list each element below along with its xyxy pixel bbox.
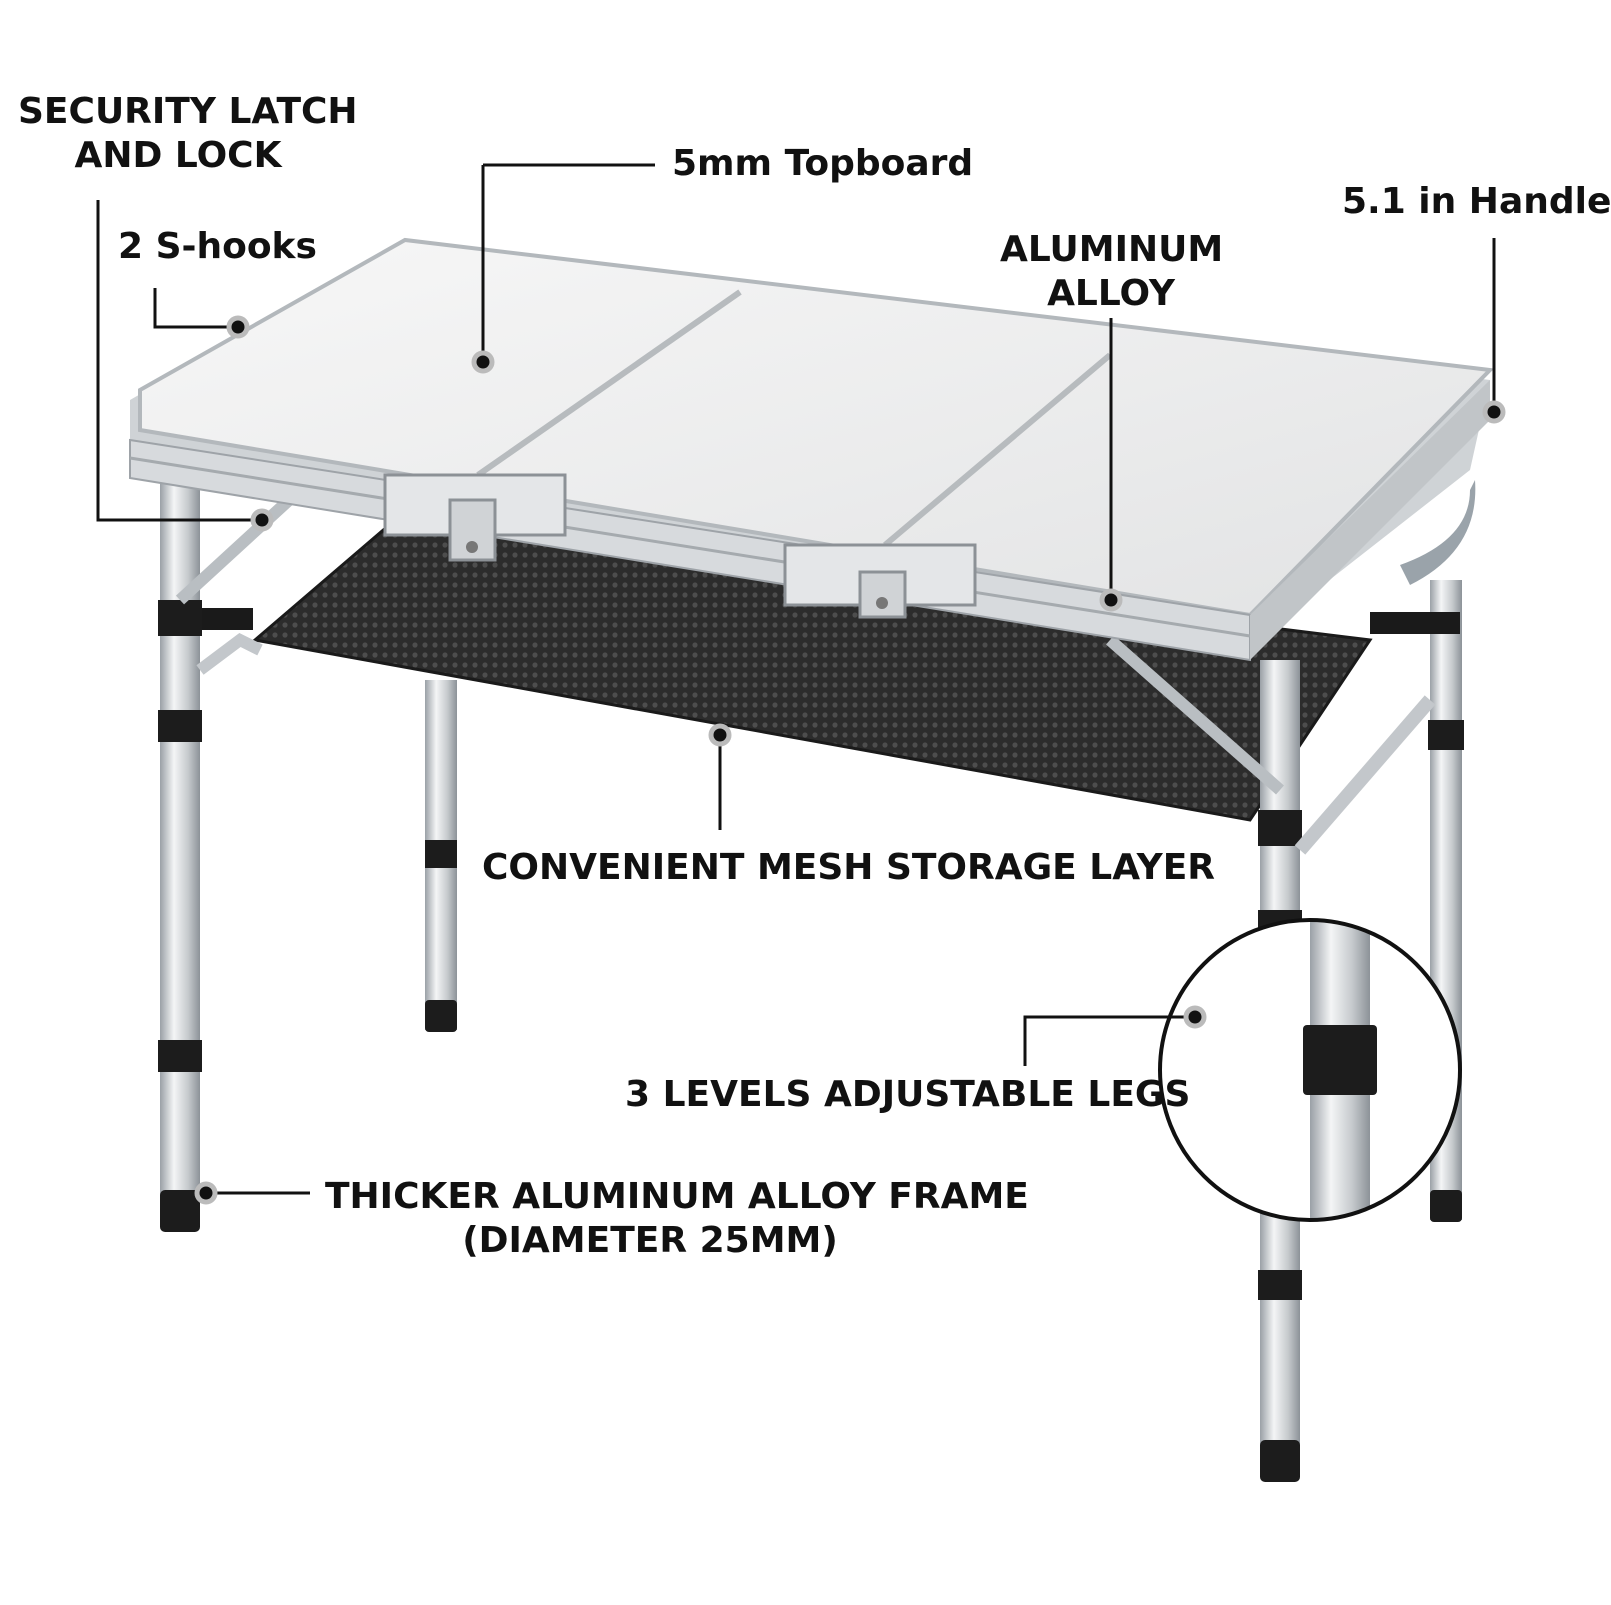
aluminum-alloy-line2: ALLOY: [1047, 273, 1175, 314]
callout-dot-icon: [1099, 588, 1123, 612]
callout-dot-icon: [250, 508, 274, 532]
security-latch-line2: AND LOCK: [74, 135, 282, 176]
security-latch-line1: SECURITY LATCH: [18, 91, 358, 132]
callout-dot-icon: [471, 350, 495, 374]
frame-line2: (DIAMETER 25MM): [462, 1220, 838, 1261]
security-latch-label: SECURITY LATCH AND LOCK: [18, 90, 358, 178]
callout-dot-icon: [708, 723, 732, 747]
mesh-storage-layer: [251, 518, 1373, 822]
aluminum-alloy-line1: ALUMINUM: [1000, 229, 1224, 270]
topboard-label: 5mm Topboard: [672, 143, 974, 184]
callout-dot-icon: [1183, 1005, 1207, 1029]
callout-dot-icon: [226, 315, 250, 339]
frame-label: THICKER ALUMINUM ALLOY FRAME (DIAMETER 2…: [325, 1175, 1029, 1263]
s-hooks-label: 2 S-hooks: [118, 226, 317, 267]
adjustable-legs-label: 3 LEVELS ADJUSTABLE LEGS: [625, 1074, 1191, 1115]
callout-dots: [194, 315, 1506, 1205]
mesh-storage-label: CONVENIENT MESH STORAGE LAYER: [482, 847, 1216, 888]
callout-dot-icon: [194, 1181, 218, 1205]
handle-label: 5.1 in Handle: [1342, 181, 1611, 222]
aluminum-alloy-label: ALUMINUM ALLOY: [1000, 228, 1224, 316]
callout-dot-icon: [1482, 400, 1506, 424]
leader-lines: [96, 163, 1496, 1195]
frame-line1: THICKER ALUMINUM ALLOY FRAME: [325, 1176, 1029, 1217]
leg-zoom-circle: [1158, 918, 1462, 1222]
table-top: [129, 237, 1495, 662]
